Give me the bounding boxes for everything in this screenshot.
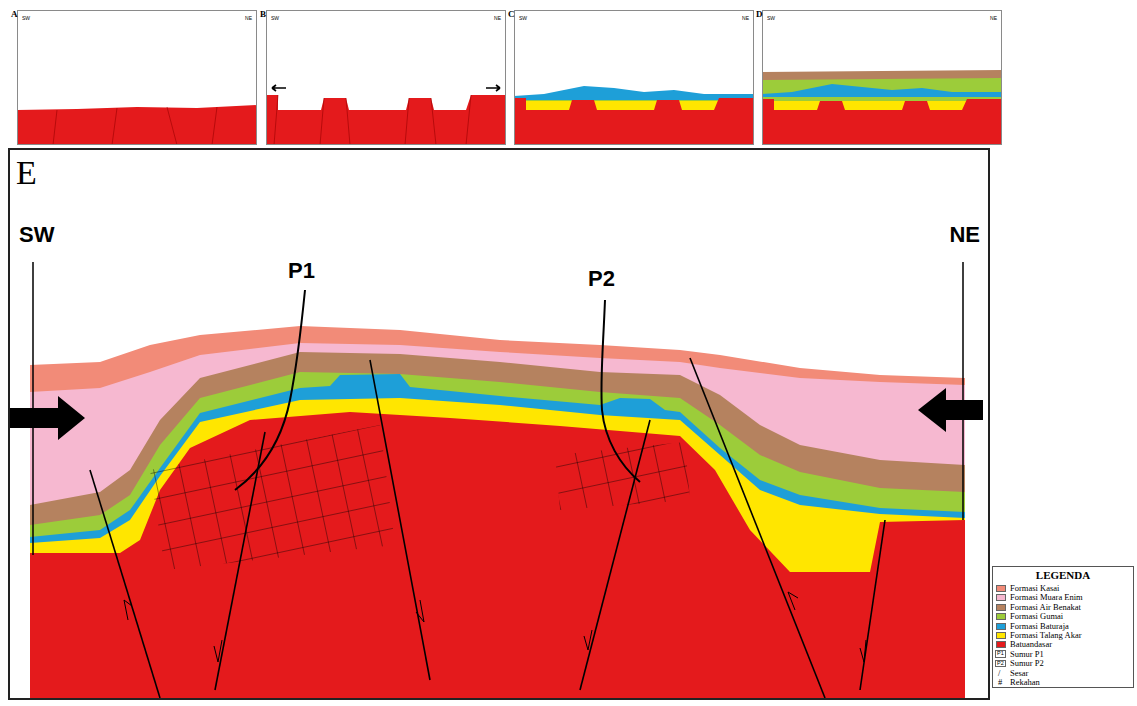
- fault: [90, 470, 160, 698]
- legend-swatch: [996, 632, 1006, 639]
- panel-letter: D: [756, 10, 763, 19]
- direction-label: NE: [990, 16, 997, 21]
- direction-label: NE: [494, 16, 501, 21]
- stage-panel: ASWNE: [17, 10, 257, 145]
- fault: [860, 520, 885, 690]
- kasai-layer: [30, 326, 965, 698]
- air-benakat-layer: [30, 352, 965, 698]
- gumai: [762, 78, 1002, 145]
- legend-swatch: [996, 613, 1006, 620]
- legend-symbol: /: [998, 669, 1000, 678]
- fracture-zone: [555, 442, 690, 510]
- legend-text: Formasi Kasai: [1010, 584, 1059, 593]
- panel-c-art: [514, 86, 754, 145]
- gumai-layer: [30, 372, 965, 698]
- direction-label: SW: [767, 16, 775, 21]
- basement-layer: [30, 412, 965, 698]
- baturaja: [762, 84, 1002, 97]
- fault: [370, 360, 430, 680]
- extension-arrow: [486, 85, 500, 91]
- direction-label: NE: [742, 16, 749, 21]
- fault: [690, 358, 825, 698]
- panel-d-art: [762, 70, 1002, 145]
- basement: [17, 105, 257, 145]
- legend-swatch: [996, 585, 1006, 592]
- baturaja-layer: [30, 374, 965, 698]
- legend-swatch: [996, 623, 1006, 630]
- extension-arrow: [272, 85, 286, 91]
- legend-title: LEGENDA: [1036, 570, 1090, 581]
- legend-symbol: P2: [995, 660, 1006, 668]
- muara-enim-layer: [30, 343, 965, 698]
- panel-letter: A: [11, 10, 18, 19]
- well-label: P2: [588, 268, 615, 290]
- fault-motion-arrows: [124, 592, 866, 662]
- stage-panel: DSWNE: [762, 10, 1002, 145]
- legend-text: Sumur P1: [1010, 650, 1044, 659]
- direction-label: SW: [271, 16, 279, 21]
- legend-text: Rekahan: [1010, 678, 1040, 687]
- fault-lines: [274, 95, 471, 145]
- legend-text: Formasi Air Benakat: [1010, 603, 1081, 612]
- direction-label: SW: [19, 224, 54, 246]
- well-trajectory: [601, 300, 640, 482]
- main-section-panel: E SW NE P1 P2: [8, 148, 990, 700]
- legend-text: Formasi Muara Enim: [1010, 593, 1083, 602]
- direction-label: NE: [949, 224, 980, 246]
- well-trajectory: [235, 290, 305, 490]
- basement: [266, 95, 506, 145]
- legend-text: Formasi Baturaja: [1010, 622, 1069, 631]
- legend-text: Sumur P2: [1010, 659, 1044, 668]
- legend-text: Formasi Talang Akar: [1010, 631, 1082, 640]
- direction-label: NE: [245, 16, 252, 21]
- basement: [514, 98, 754, 145]
- legend-symbol: P1: [995, 650, 1006, 658]
- basement: [762, 99, 1002, 145]
- panel-a-art: [17, 105, 257, 145]
- air-benakat: [762, 70, 1002, 145]
- legend-text: Sesar: [1010, 669, 1028, 678]
- gumai: [762, 97, 1002, 101]
- talang-akar-layer: [30, 398, 965, 698]
- gumai: [514, 96, 754, 145]
- legend-swatch: [996, 604, 1006, 611]
- legend-symbol: #: [998, 678, 1002, 687]
- section-end-lines: [33, 262, 963, 555]
- panel-letter: B: [260, 10, 266, 19]
- compression-arrow: [918, 388, 983, 432]
- direction-label: SW: [519, 16, 527, 21]
- stage-panel: BSWNE: [266, 10, 506, 145]
- faults: [90, 358, 885, 698]
- compression-arrow: [10, 396, 85, 440]
- fault: [580, 420, 650, 690]
- stage-panel: CSWNE: [514, 10, 754, 145]
- direction-label: SW: [22, 16, 30, 21]
- baturaja: [514, 86, 754, 100]
- legend-text: Batuandasar: [1010, 640, 1052, 649]
- panel-letter: C: [508, 10, 515, 19]
- legend-swatch: [996, 641, 1006, 648]
- panel-letter: E: [16, 156, 37, 190]
- panel-b-art: [266, 85, 506, 145]
- main-section-art: [10, 262, 983, 698]
- well-label: P1: [288, 260, 315, 282]
- legend-swatch: [996, 594, 1006, 601]
- fault-lines: [53, 107, 217, 145]
- legend-text: Formasi Gumai: [1010, 612, 1063, 621]
